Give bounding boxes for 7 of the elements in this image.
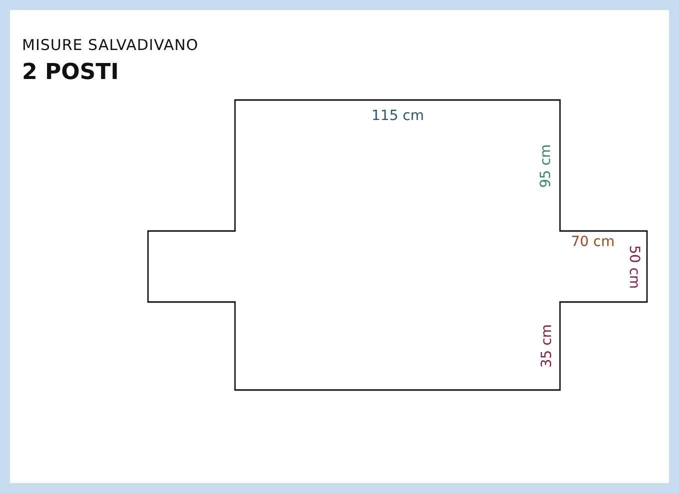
subtitle: 2 POSTI: [22, 60, 119, 85]
page-title: MISURE SALVADIVANO: [22, 36, 198, 54]
dimension-label: 70 cm: [571, 234, 615, 250]
dimension-label: 115 cm: [372, 108, 424, 124]
dimension-label: 50 cm: [626, 245, 642, 289]
dimension-label: 35 cm: [538, 324, 555, 368]
dimension-label: 95 cm: [538, 144, 554, 188]
